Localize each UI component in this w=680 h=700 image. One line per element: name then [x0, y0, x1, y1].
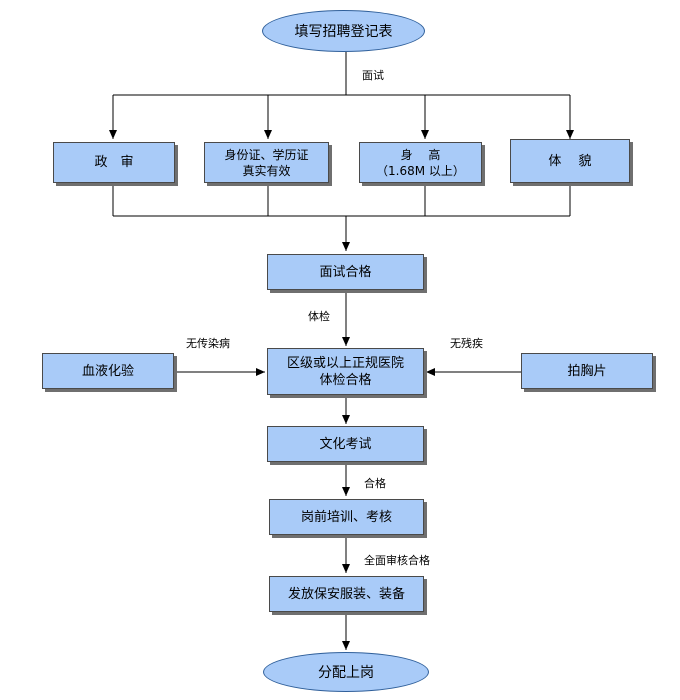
edge-label-no-disability: 无残疾	[450, 337, 483, 350]
edge-label-no-infectious: 无传染病	[186, 337, 230, 350]
node-chest-xray: 拍胸片	[521, 353, 653, 389]
node-blood-test: 血液化验	[42, 353, 174, 389]
node-appearance: 体 貌	[510, 139, 630, 183]
edge-label-interview: 面试	[362, 69, 384, 82]
node-documents-valid: 身份证、学历证 真实有效	[204, 142, 329, 183]
edge-label-full-review: 全面审核合格	[364, 554, 430, 567]
node-uniform-equipment: 发放保安服装、装备	[269, 576, 424, 612]
node-written-exam: 文化考试	[267, 426, 424, 462]
node-interview-pass: 面试合格	[267, 254, 424, 290]
edge-label-physical: 体检	[308, 310, 330, 323]
node-training: 岗前培训、考核	[269, 499, 424, 535]
node-height-requirement: 身 高 （1.68M 以上）	[359, 142, 482, 183]
start-terminal: 填写招聘登记表	[262, 10, 425, 52]
end-terminal: 分配上岗	[263, 652, 429, 692]
node-hospital-exam: 区级或以上正规医院 体检合格	[267, 348, 424, 395]
edge-label-pass: 合格	[364, 477, 386, 490]
node-political-review: 政 审	[53, 142, 175, 183]
